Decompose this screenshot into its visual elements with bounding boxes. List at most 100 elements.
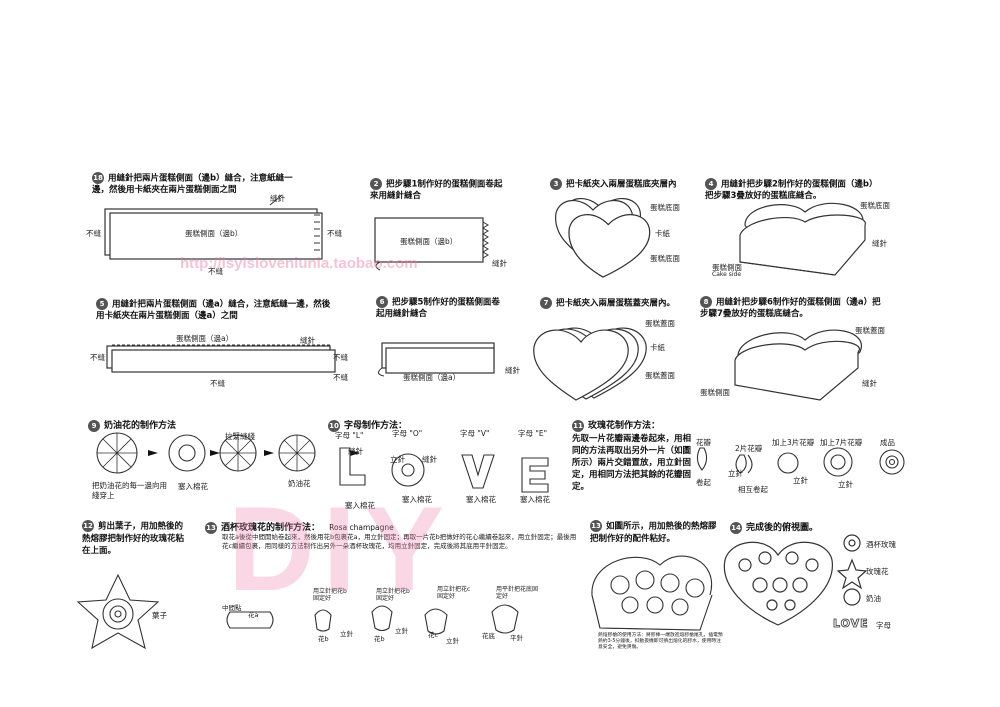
step-5-needle-label: 縫針	[300, 336, 315, 345]
step-4-side-label: 蛋糕側面	[712, 263, 742, 272]
watermark-url: http://lsylsloveniunia.taobao.com	[180, 255, 418, 272]
step-2-number: 2	[370, 178, 382, 190]
final-step-number: 14	[730, 521, 742, 534]
step-3-bottom-label: 蛋糕底面	[650, 203, 680, 212]
glue-gun-note: 熱熔膠槍的使用方法：將膠棒一端放進熔膠槍尾孔，插電預熱約3-5分鐘後，扣動扳機即…	[598, 633, 723, 650]
final-cream-label: 奶油	[866, 594, 881, 603]
rose-stand-needle-2: 立針	[793, 476, 808, 485]
step-4-number: 4	[705, 178, 717, 190]
rose-stand-needle-1: 立針	[728, 469, 743, 478]
champagne-flower-b: 花b	[318, 635, 329, 643]
step-8-top-label: 蛋糕蓋面	[855, 326, 885, 335]
letter-e-label: 字母 "E"	[518, 429, 548, 438]
champagne-needle-b: 用立針把花b固定好	[313, 588, 347, 602]
champagne-stand-needle-3: 立針	[446, 637, 459, 645]
step-3-card-label: 卡紙	[655, 229, 670, 238]
step-7-number: 7	[540, 297, 552, 309]
rose-instructions: 先取一片花瓣兩邊卷起來，用相同的方法再取出另外一片（如圖所示）兩片交錯置放，用立…	[572, 434, 692, 492]
step-3-bottom-label-2: 蛋糕底面	[650, 254, 680, 263]
letter-v-label: 字母 "V"	[460, 429, 490, 438]
cream-flower-label: 奶油花	[288, 479, 311, 488]
leaf-step-icon: 12	[82, 520, 94, 532]
step-8-number: 8	[700, 296, 712, 308]
champagne-flat-needle: 平針	[510, 634, 523, 642]
step-8-needle-label: 縫針	[862, 379, 877, 388]
final-love-letters: LOVE	[833, 617, 869, 631]
letters-stand-needle-label: 立針	[390, 455, 405, 464]
rose-add7-label: 加上7片花瓣	[820, 438, 863, 447]
step-5-no-seam-bottom: 不縫	[210, 379, 225, 388]
final-rose-label: 玫瑰花	[866, 567, 889, 576]
glue-step-number: 13	[590, 520, 602, 532]
champagne-instructions: 取花a後從中間開始卷起來，然後用花b包裹花a，用立針固定；再取一片花b把做好的花…	[222, 533, 577, 550]
champagne-base: 花底	[482, 632, 495, 640]
step-5-number: 5	[96, 298, 108, 310]
cream-running-stitch: 拉緊縫綫	[225, 432, 255, 441]
leaf-label: 葉子	[152, 611, 167, 620]
step-5-no-seam-left: 不縫	[90, 353, 105, 362]
step-5-side-a-label: 蛋糕側面（邊a）	[176, 334, 234, 343]
step-6-needle-label: 縫針	[505, 366, 520, 375]
cream-title-icon: 9	[88, 419, 100, 432]
step-7-top-label: 蛋糕蓋面	[645, 319, 675, 328]
champagne-needle-c: 用立針把花c固定好	[437, 586, 471, 600]
step-1-no-seam-left: 不縫	[86, 229, 101, 238]
letters-title-icon: 10	[328, 419, 340, 432]
step-2-side-b-label: 蛋糕側面（邊b）	[400, 237, 458, 246]
step-1-number: 18	[92, 172, 104, 184]
step-7-top-label-2: 蛋糕蓋面	[645, 371, 675, 380]
letter-l-label: 字母 "L"	[335, 431, 364, 440]
step-6-side-a-label: 蛋糕側面（邊a）	[403, 373, 461, 382]
rose-roll-label: 卷起	[696, 478, 711, 487]
champagne-flat-stitch: 用平針把花底固定好	[496, 586, 539, 600]
rose-cross-roll-label: 相互卷起	[738, 485, 768, 494]
champagne-center-label: 中間點	[222, 604, 242, 612]
step-2-needle-label: 縫針	[492, 259, 507, 268]
champagne-needle-b2: 用立針把花b固定好	[376, 588, 410, 602]
step-1-needle-label: 縫針	[270, 194, 285, 203]
cream-stuff-label: 塞入棉花	[178, 482, 208, 491]
step-1-no-seam-right: 不縫	[327, 229, 342, 238]
step-5-no-seam-right: 不縫	[333, 353, 348, 362]
step-1-no-seam-bottom: 不縫	[208, 267, 223, 276]
champagne-flower-b-2: 花b	[374, 635, 385, 643]
letters-needle-label: 縫針	[348, 447, 363, 456]
rose-title-icon: 11	[572, 419, 584, 432]
champagne-stand-needle-2: 立針	[395, 627, 408, 635]
step-4-side-en-label: Cake side	[712, 271, 742, 278]
rose-stand-needle-3: 立針	[838, 480, 853, 489]
champagne-en-title: Rosa champagne	[329, 523, 394, 532]
step-1-side-b-label: 蛋糕側面（邊b）	[185, 229, 243, 238]
step-7-card-label: 卡紙	[650, 343, 665, 352]
step-3-number: 3	[550, 178, 562, 190]
letter-o-label: 字母 "O"	[392, 429, 423, 438]
champagne-title-icon: 13	[205, 521, 217, 534]
champagne-stand-needle-1: 立針	[340, 630, 353, 638]
step-4-needle-label: 縫針	[872, 239, 887, 248]
champagne-flower-c: 花c	[428, 631, 439, 639]
champagne-flower-a: 花a	[248, 611, 259, 619]
final-letters-label: 字母	[876, 621, 891, 630]
rose-two-petals-label: 2片花瓣	[735, 444, 763, 453]
rose-done-label: 成品	[880, 438, 895, 447]
letters-needle-label-2: 縫針	[422, 455, 437, 464]
final-champagne-rose-label: 酒杯玫瑰	[866, 540, 896, 549]
letters-stuff-4: 塞入棉花	[520, 495, 550, 504]
watermark-diy: DIY	[228, 482, 453, 616]
step-8-side-label: 蛋糕側面	[700, 388, 730, 397]
letters-stuff-2: 塞入棉花	[402, 495, 432, 504]
